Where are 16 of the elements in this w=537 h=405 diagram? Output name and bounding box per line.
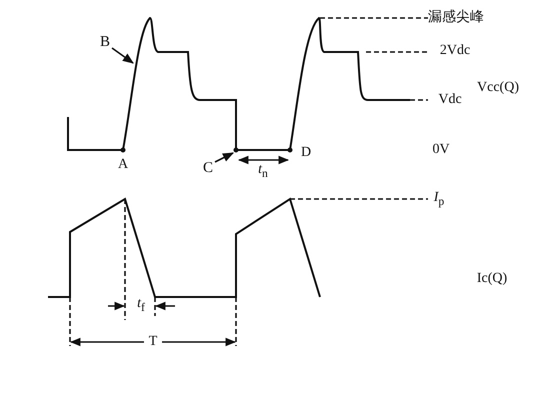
period-label: T xyxy=(148,334,158,350)
leader-arrow xyxy=(112,47,134,64)
time-label: t$_{f}$ xyxy=(137,296,145,316)
current-label: I$_{p}$ xyxy=(434,190,444,210)
leader-arrow xyxy=(214,152,234,163)
point-label: D xyxy=(300,145,312,161)
axis-label: Ic(Q) xyxy=(476,271,508,287)
axis-label: Vcc(Q) xyxy=(477,80,519,96)
peak-label: 漏感尖峰 xyxy=(428,10,484,26)
time-label: t$_{n}$ xyxy=(258,162,268,182)
point-label: C xyxy=(203,160,213,176)
level-label: 2Vdc xyxy=(440,43,470,59)
point-label: B xyxy=(100,34,110,50)
level-label: Vdc xyxy=(438,92,462,108)
point-label: A xyxy=(118,157,128,173)
level-label: 0V xyxy=(432,142,450,158)
